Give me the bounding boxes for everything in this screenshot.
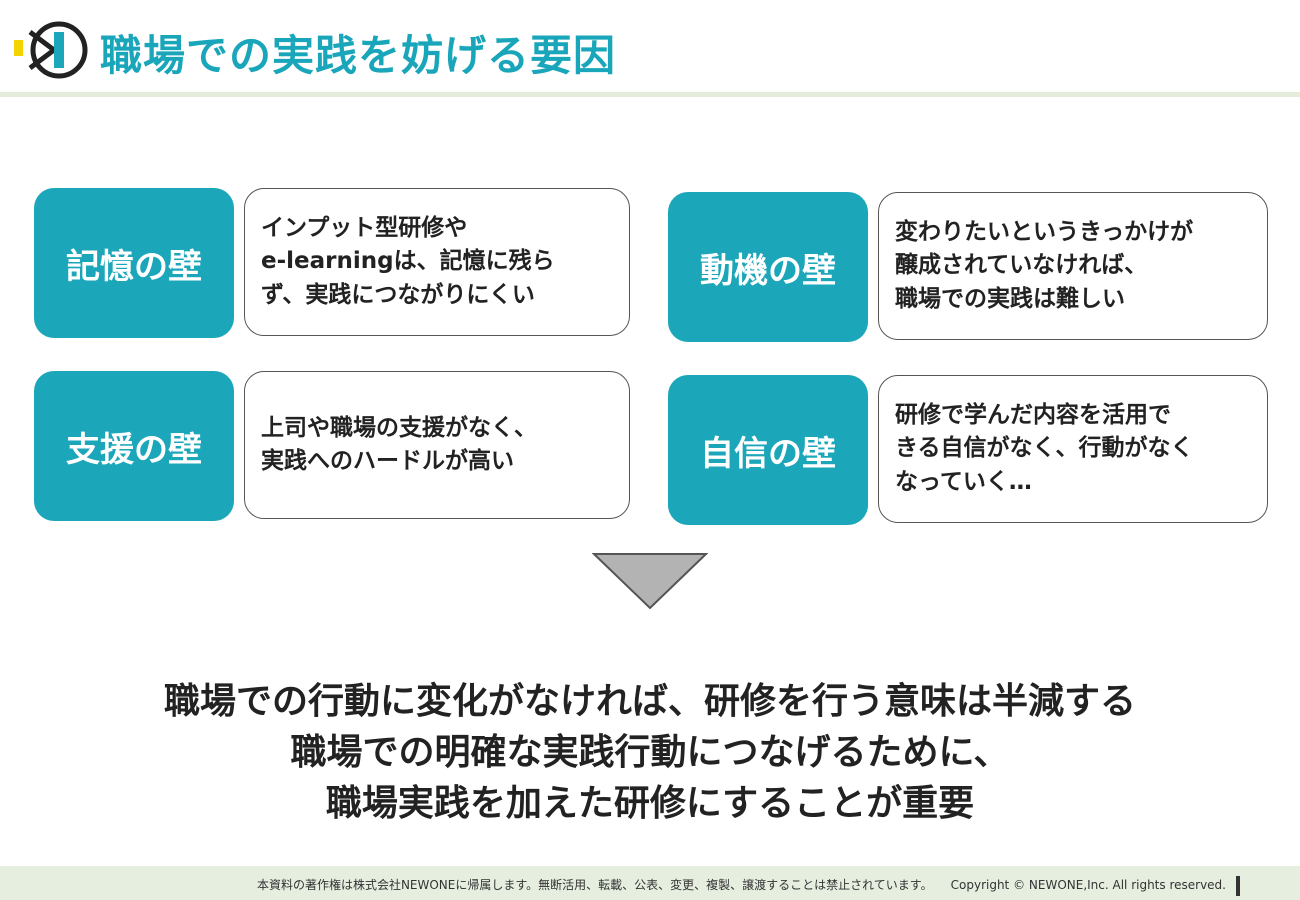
wall-label: 記憶の壁 <box>34 188 234 338</box>
conclusion-line: 職場での明確な実践行動につなげるために、 <box>290 732 1010 774</box>
wall-description-text: 研修で学んだ内容を活用で きる自信がなく、行動がなく なっていく… <box>895 401 1194 495</box>
conclusion-line: 職場実践を加えた研修にすることが重要 <box>325 783 975 825</box>
wall-description: 研修で学んだ内容を活用で きる自信がなく、行動がなく なっていく… <box>878 375 1268 523</box>
header-divider <box>0 92 1300 97</box>
newone-logo-icon <box>14 21 88 79</box>
wall-description-text: インプット型研修や e-learningは、記憶に残ら ず、実践につながりにくい <box>261 214 555 308</box>
wall-description-text: 上司や職場の支援がなく、 実践へのハードルが高い <box>261 414 537 474</box>
wall-description: 変わりたいというきっかけが 醸成されていなければ、 職場での実践は難しい <box>878 192 1268 340</box>
conclusion-line: 職場での行動に変化がなければ、研修を行う意味は半減する <box>163 681 1136 722</box>
page-title: 職場での実践を妨げる要因 <box>100 31 617 80</box>
copyright-line: Copyright © NEWONE,Inc. All rights reser… <box>950 878 1226 892</box>
copyright-notice: 本資料の著作権は株式会社NEWONEに帰属します。無断活用、転載、公表、変更、複… <box>256 878 933 892</box>
wall-label: 動機の壁 <box>668 192 868 342</box>
conclusion-text: 職場での行動に変化がなければ、研修を行う意味は半減する 職場での明確な実践行動に… <box>0 676 1300 829</box>
footer-text: 本資料の著作権は株式会社NEWONEに帰属します。無断活用、転載、公表、変更、複… <box>257 876 1226 893</box>
wall-description-text: 変わりたいというきっかけが 醸成されていなければ、 職場での実践は難しい <box>895 218 1194 312</box>
wall-description: 上司や職場の支援がなく、 実践へのハードルが高い <box>244 371 630 519</box>
down-triangle-icon <box>592 553 708 610</box>
slide-footer: 本資料の著作権は株式会社NEWONEに帰属します。無断活用、転載、公表、変更、複… <box>0 866 1300 900</box>
wall-label: 支援の壁 <box>34 371 234 521</box>
wall-description: インプット型研修や e-learningは、記憶に残ら ず、実践につながりにくい <box>244 188 630 336</box>
footer-marker <box>1236 876 1240 896</box>
slide-header: 職場での実践を妨げる要因 <box>0 0 1300 92</box>
wall-label: 自信の壁 <box>668 375 868 525</box>
